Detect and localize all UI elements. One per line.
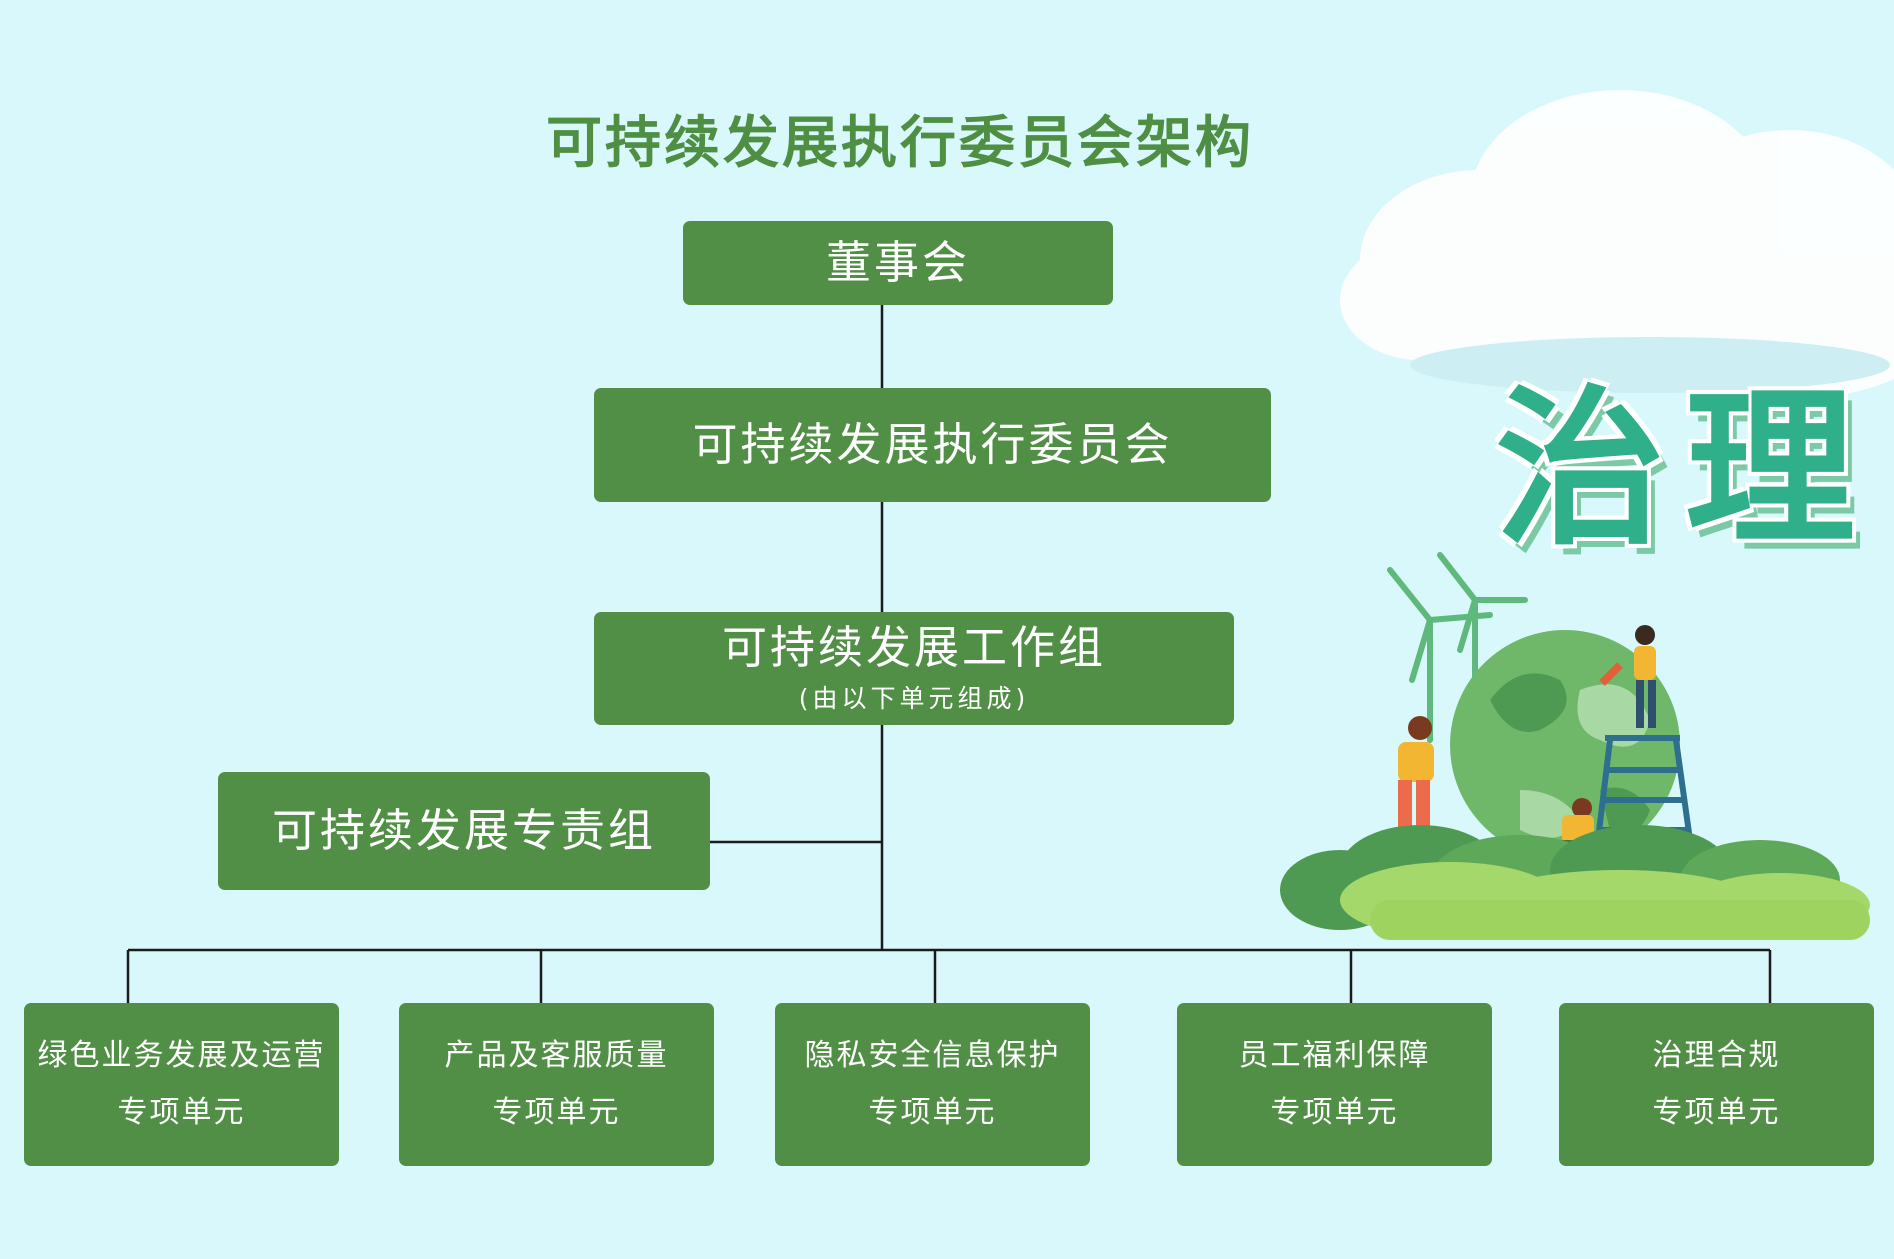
connector-lines — [126, 305, 1772, 1003]
committee-box: 可持续发展执行委员会 — [594, 388, 1271, 502]
dedicated-group-label: 可持续发展专责组 — [271, 804, 656, 858]
person-illustration — [1398, 716, 1434, 835]
unit-title: 员工福利保障 — [1238, 1038, 1431, 1073]
working-group-box: 可持续发展工作组 (由以下单元组成) — [594, 612, 1234, 725]
page-title: 可持续发展执行委员会架构 — [546, 111, 1254, 176]
unit-subtitle: 专项单元 — [1270, 1094, 1399, 1130]
unit-box-product-quality: 产品及客服质量 专项单元 — [399, 1003, 714, 1166]
unit-title: 治理合规 — [1652, 1038, 1781, 1073]
unit-subtitle: 专项单元 — [117, 1094, 246, 1130]
unit-subtitle: 专项单元 — [1652, 1094, 1781, 1130]
unit-subtitle: 专项单元 — [492, 1094, 621, 1130]
bush-illustration — [1280, 825, 1870, 940]
unit-subtitle: 专项单元 — [868, 1094, 997, 1130]
unit-box-employee-welfare: 员工福利保障 专项单元 — [1177, 1003, 1492, 1166]
working-group-label: 可持续发展工作组 — [721, 620, 1106, 674]
unit-title: 产品及客服质量 — [444, 1038, 669, 1073]
unit-box-governance-compliance: 治理合规 专项单元 — [1559, 1003, 1874, 1166]
board-label: 董事会 — [825, 236, 970, 290]
banner-governance: 治理 — [1495, 370, 1894, 570]
unit-box-privacy-security: 隐私安全信息保护 专项单元 — [775, 1003, 1090, 1166]
banner-text: 治理 — [1495, 371, 1876, 569]
cloud-shadow — [1410, 337, 1890, 393]
dedicated-group-box: 可持续发展专责组 — [218, 772, 710, 890]
committee-label: 可持续发展执行委员会 — [692, 418, 1173, 472]
board-box: 董事会 — [683, 221, 1113, 305]
working-group-note: (由以下单元组成) — [798, 684, 1030, 714]
unit-title: 绿色业务发展及运营 — [37, 1038, 326, 1073]
unit-title: 隐私安全信息保护 — [804, 1038, 1061, 1073]
person-illustration — [1599, 625, 1656, 728]
unit-box-green-business: 绿色业务发展及运营 专项单元 — [24, 1003, 339, 1166]
